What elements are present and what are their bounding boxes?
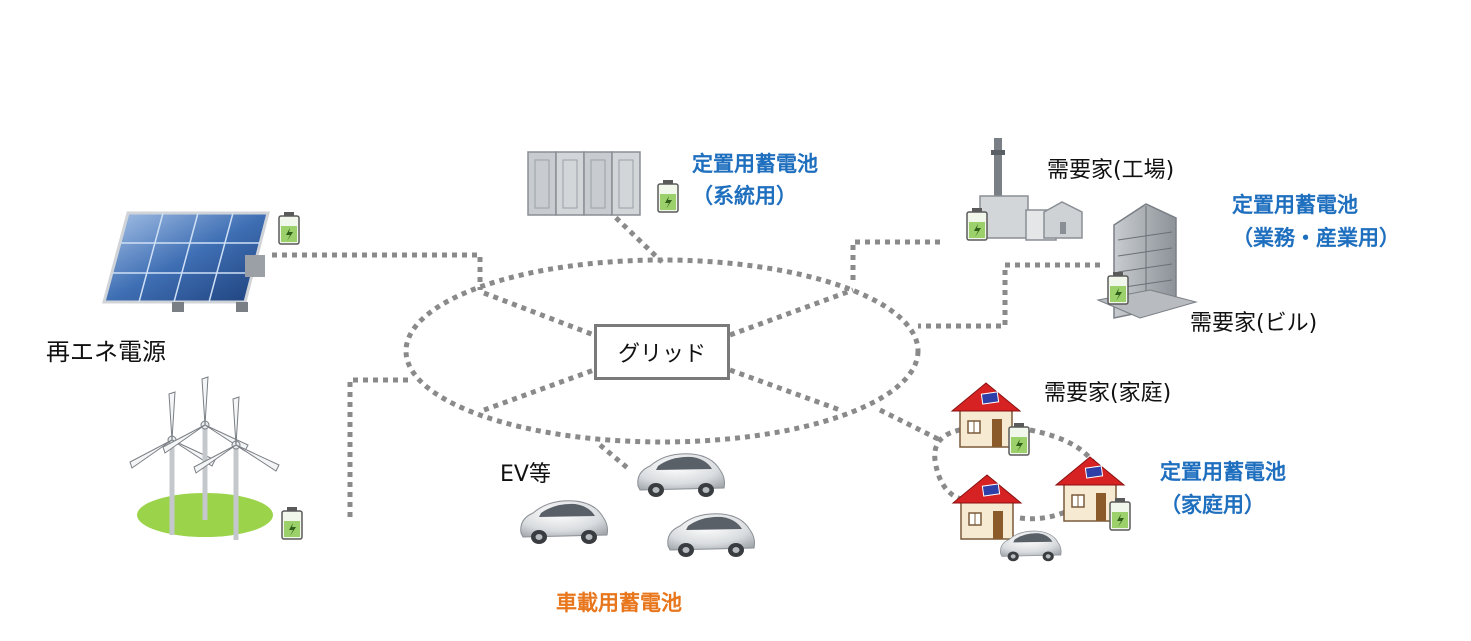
wind-turbine-icon: [130, 377, 279, 540]
car-icon: [637, 453, 725, 498]
building-label: 需要家(ビル): [1190, 311, 1318, 336]
grid-node: グリッド: [594, 324, 730, 380]
home-storage-label-line1: 定置用蓄電池: [1160, 460, 1286, 484]
battery-icon: [1109, 497, 1131, 531]
grid-storage-label-line2: （系統用）: [692, 184, 797, 208]
factory-label: 需要家(工場): [1047, 158, 1175, 183]
renewable-label: 再エネ電源: [46, 338, 166, 366]
battery-icon: [1008, 422, 1030, 456]
car-icon: [667, 513, 755, 558]
home-storage-label-line2: （家庭用）: [1160, 493, 1265, 517]
household-label: 需要家(家庭): [1044, 381, 1172, 406]
vehicle-storage-label: 車載用蓄電池: [556, 591, 682, 615]
solar-panel-icon: [102, 211, 270, 312]
battery-icon: [278, 211, 300, 245]
car-icon: [520, 500, 608, 545]
storage-cabinet-icon: [527, 151, 641, 216]
ev-label: EV等: [500, 462, 551, 487]
grid-label: グリッド: [617, 342, 706, 367]
factory-icon: [979, 138, 1083, 241]
grid-storage-label-line1: 定置用蓄電池: [692, 152, 818, 176]
battery-icon: [1107, 271, 1129, 305]
battery-icon: [966, 207, 988, 241]
battery-icon: [657, 179, 679, 213]
battery-icon: [281, 506, 303, 540]
business-storage-label-line2: （業務・産業用）: [1232, 226, 1400, 250]
business-storage-label-line1: 定置用蓄電池: [1232, 193, 1358, 217]
house-icon: [952, 474, 1022, 540]
